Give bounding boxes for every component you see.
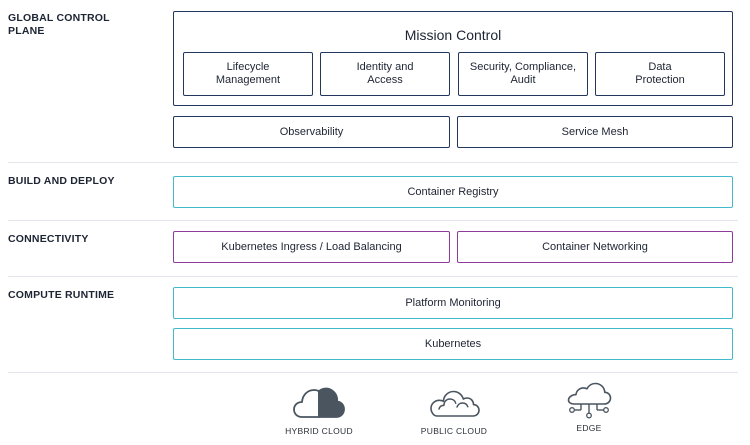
kubernetes-ingress-box: Kubernetes Ingress / Load Balancing [173,231,450,263]
environment-label: PUBLIC CLOUD [420,426,488,436]
section-divider [8,220,738,221]
mission-control-box: Mission Control [173,11,733,106]
environment-hybrid-cloud: HYBRID CLOUD [264,384,374,436]
module-identity-and-access: Identity and Access [320,52,450,96]
section-label-connectivity: CONNECTIVITY [8,233,89,245]
section-divider [8,372,738,373]
kubernetes-box: Kubernetes [173,328,733,360]
section-label-global-control-plane: GLOBAL CONTROL PLANE [8,12,110,37]
module-lifecycle-management: Lifecycle Management [183,52,313,96]
environment-edge: EDGE [534,380,644,433]
environment-public-cloud: PUBLIC CLOUD [399,384,509,436]
module-data-protection: Data Protection [595,52,725,96]
container-registry-box: Container Registry [173,176,733,208]
mission-control-title: Mission Control [404,27,502,43]
section-divider [8,276,738,277]
observability-box: Observability [173,116,450,148]
container-networking-box: Container Networking [457,231,733,263]
hybrid-cloud-icon [293,387,345,418]
environment-label: HYBRID CLOUD [285,426,353,436]
module-security-compliance-audit: Security, Compliance, Audit [458,52,588,96]
platform-monitoring-box: Platform Monitoring [173,287,733,319]
service-mesh-box: Service Mesh [457,116,733,148]
environment-label: EDGE [576,423,602,433]
section-divider [8,162,738,163]
section-label-build-and-deploy: BUILD AND DEPLOY [8,175,115,187]
edge-icon [567,382,612,419]
public-cloud-icon [430,390,480,417]
section-label-compute-runtime: COMPUTE RUNTIME [8,289,115,301]
